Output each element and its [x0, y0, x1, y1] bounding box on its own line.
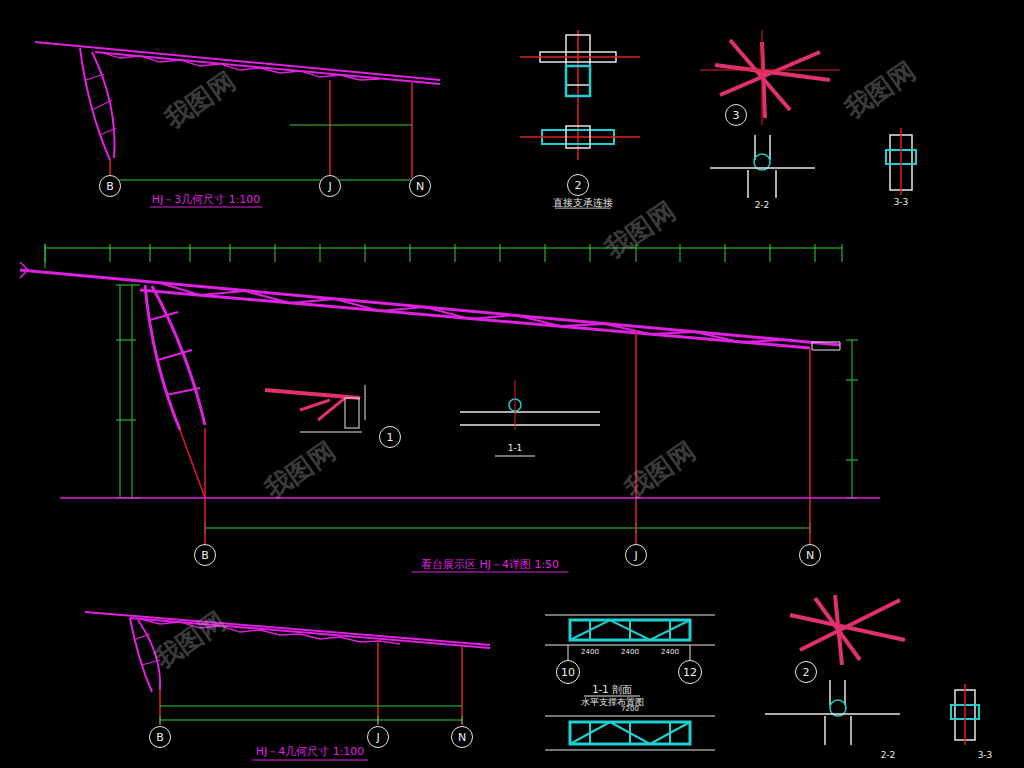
axis-bubble: 3 — [725, 104, 747, 126]
axis-bubble: N — [409, 175, 431, 197]
axis-label: N — [416, 181, 424, 192]
section-label: 2-2 — [753, 201, 772, 211]
watermark: 我图网 — [160, 66, 240, 134]
axis-label: B — [201, 550, 209, 561]
drawing-title: HJ－3几何尺寸 1:100 — [150, 194, 263, 206]
axis-bubble: 2 — [567, 174, 589, 196]
watermark: 我图网 — [620, 436, 700, 504]
axis-bubble: B — [194, 544, 216, 566]
section-label: 2-2 — [879, 751, 898, 761]
axis-bubble: N — [451, 726, 473, 748]
axis-bubble: J — [367, 726, 389, 748]
axis-bubble: B — [99, 175, 121, 197]
axis-label: 12 — [683, 667, 697, 678]
axis-bubble: 10 — [556, 660, 580, 684]
drawing-title: 看台展示区 HJ－4详图 1:50 — [419, 559, 561, 571]
axis-label: 10 — [561, 667, 575, 678]
detail-title: 直接支承连接 — [551, 197, 615, 208]
axis-bubble: N — [799, 544, 821, 566]
axis-label: 2 — [575, 180, 582, 191]
watermark: 我图网 — [840, 56, 920, 124]
dimension: 2400 — [659, 649, 681, 657]
axis-label: N — [458, 732, 466, 743]
watermark: 我图网 — [150, 606, 230, 674]
axis-bubble: J — [625, 544, 647, 566]
dimension: 7200 — [619, 706, 641, 714]
section-label: 3-3 — [892, 198, 911, 208]
axis-bubble: 2 — [795, 661, 817, 683]
axis-bubble: 12 — [678, 660, 702, 684]
axis-bubble: B — [149, 726, 171, 748]
dimension: 2400 — [619, 649, 641, 657]
axis-bubble: J — [319, 175, 341, 197]
axis-label: B — [156, 732, 164, 743]
drawing-title: HJ－4几何尺寸 1:100 — [254, 746, 367, 758]
section-label: 3-3 — [976, 751, 995, 761]
axis-label: 1 — [387, 432, 394, 443]
axis-label: J — [328, 181, 331, 192]
axis-label: 3 — [733, 110, 740, 121]
axis-bubble: 1 — [379, 426, 401, 448]
axis-label: J — [634, 550, 637, 561]
dimension: 2400 — [579, 649, 601, 657]
watermark: 我图网 — [260, 436, 340, 504]
section-title: 1-1 剖面 — [590, 684, 634, 695]
axis-label: 2 — [803, 667, 810, 678]
axis-label: B — [106, 181, 114, 192]
axis-label: J — [376, 732, 379, 743]
axis-label: N — [806, 550, 814, 561]
section-label: 1-1 — [506, 444, 525, 454]
